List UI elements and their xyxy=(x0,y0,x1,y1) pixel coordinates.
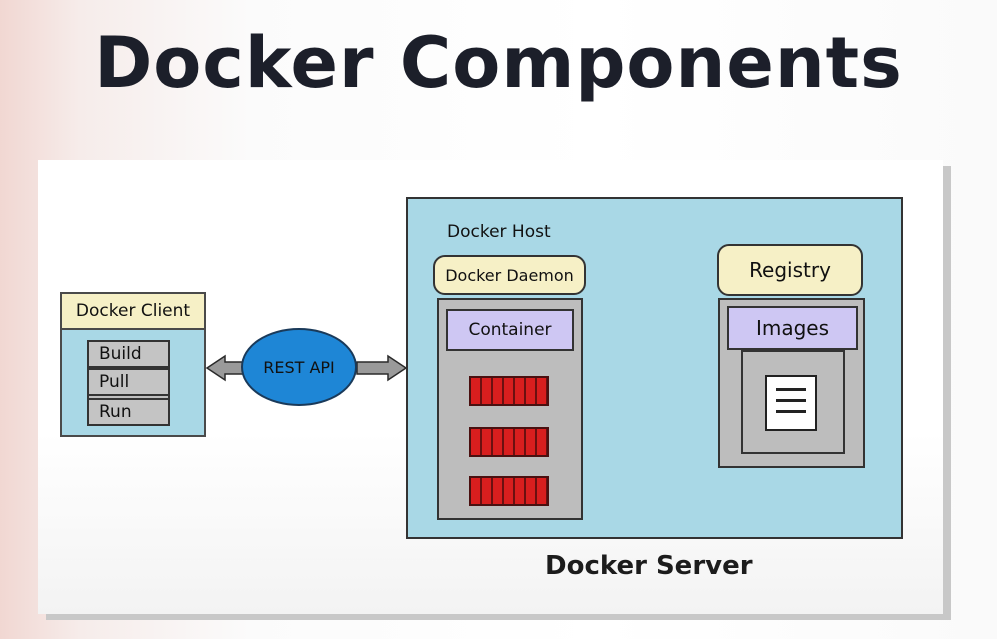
rest-api-node: REST API xyxy=(241,328,357,406)
docker-server-label: Docker Server xyxy=(545,551,753,581)
docker-client-header: Docker Client xyxy=(60,292,206,330)
command-pull: Pull xyxy=(87,368,170,396)
command-build: Build xyxy=(87,340,170,368)
container-block-icon xyxy=(469,427,549,457)
double-headed-arrow-icon xyxy=(356,354,408,382)
docker-host-label: Docker Host xyxy=(447,222,551,242)
double-headed-arrow-icon xyxy=(205,354,244,382)
container-label: Container xyxy=(446,309,574,351)
command-run: Run xyxy=(87,398,170,426)
document-icon xyxy=(765,375,817,431)
images-label: Images xyxy=(727,306,858,350)
container-block-icon xyxy=(469,376,549,406)
container-block-icon xyxy=(469,476,549,506)
docker-daemon: Docker Daemon xyxy=(433,255,586,295)
registry-header: Registry xyxy=(717,244,863,296)
page-title: Docker Components xyxy=(94,22,903,104)
image-frame xyxy=(741,350,845,454)
